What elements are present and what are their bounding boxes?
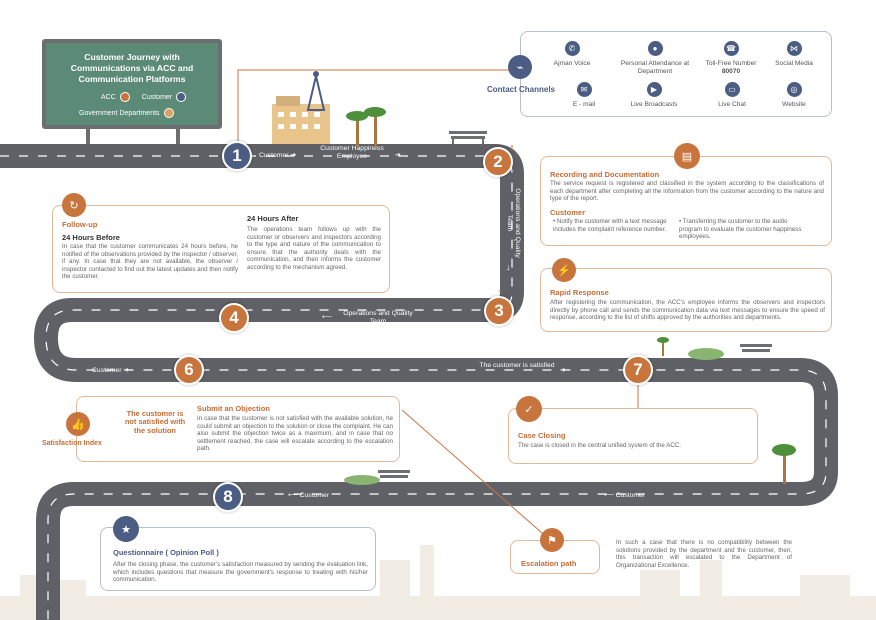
contact-channels-box: ✆Ajman Voice ●Personal Attendance at Dep…	[520, 31, 832, 117]
followup-box: Follow-up 24 Hours Before In case that t…	[52, 205, 390, 293]
followup-after-title: 24 Hours After	[247, 214, 299, 223]
not-satisfied-label: The customer is not satisfied with the s…	[124, 409, 186, 435]
step-3-badge: 3	[484, 296, 514, 326]
legend-government-label: Government Departments	[79, 109, 160, 117]
step-1-badge: 1	[222, 141, 252, 171]
step-7-badge: 7	[623, 355, 653, 385]
recording-text: The service request is registered and cl…	[550, 180, 824, 203]
road-label-ops-vertical: Operations and Quality Team	[506, 188, 521, 258]
road-label-satisfied: The customer is satisfied	[479, 362, 555, 369]
questionnaire-title: Questionnaire ( Opinion Poll )	[113, 548, 219, 557]
broadcast-icon: ▶	[646, 82, 662, 97]
arrow-right-icon: ➜	[395, 152, 401, 159]
arrow-down-icon: ↓	[506, 262, 511, 272]
road-label-customer-3: Customer ➜	[92, 367, 130, 374]
escalation-text: In such a case that there is no compatib…	[616, 539, 792, 569]
antenna-icon: ⌁	[508, 55, 532, 79]
title-board: Customer Journey with Communications via…	[42, 39, 222, 129]
followup-after-text: The operations team follows up with the …	[247, 226, 381, 271]
channel-personal-attendance: ●Personal Attendance at Department	[615, 41, 695, 75]
thumbs-up-icon: 👍	[66, 412, 90, 436]
questionnaire-box: Questionnaire ( Opinion Poll ) After the…	[100, 527, 376, 591]
arrow-right-icon-2: ➜	[560, 367, 566, 374]
channel-live-chat: ▭Live Chat	[692, 82, 772, 109]
channel-email: ✉E - mail	[544, 82, 624, 109]
step-6-badge: 6	[174, 355, 204, 385]
followup-before-text: In case that the customer communicates 2…	[62, 243, 238, 281]
road-label-ops-team: Operations and Quality Team	[343, 310, 413, 325]
step-4-badge: 4	[219, 303, 249, 333]
road-label-customer-right: ⟵ Customer	[604, 492, 646, 499]
rapid-title: Rapid Response	[550, 288, 609, 297]
recording-sub-title: Customer	[550, 208, 586, 217]
rapid-response-icon: ⚡	[552, 258, 576, 282]
contact-channels-title: Contact Channels	[487, 85, 556, 94]
arrow-left-icon: ⟵	[322, 314, 332, 321]
escalation-icon: ⚑	[540, 528, 564, 552]
legend-acc-dot	[119, 92, 130, 102]
star-icon: ★	[113, 516, 139, 542]
rapid-box: Rapid Response After registering the com…	[540, 268, 832, 332]
closing-box: Case Closing The case is closed in the c…	[508, 408, 758, 464]
mail-icon: ✉	[576, 82, 592, 97]
followup-title: Follow-up	[62, 220, 98, 229]
palm-decoration	[346, 107, 796, 484]
page-title: Customer Journey with Communications via…	[70, 52, 194, 84]
globe-icon: ◎	[786, 82, 802, 97]
channel-website: ◎Website	[754, 82, 834, 109]
signal-icon: ✆	[564, 41, 580, 56]
road-label-employee: Customer Happiness Employee	[320, 145, 384, 160]
channel-ajman-voice: ✆Ajman Voice	[532, 41, 612, 68]
road-label-customer-left: ⟵ Customer	[288, 492, 330, 499]
recording-bullet-1: • Notify the customer with a text messag…	[553, 218, 667, 233]
step-8-badge: 8	[213, 482, 243, 512]
step-2-badge: 2	[483, 147, 513, 177]
document-icon: ▤	[674, 143, 700, 169]
objection-box: The customer is not satisfied with the s…	[76, 396, 400, 462]
objection-text: In case that the customer is not satisfi…	[197, 415, 393, 453]
person-icon: ●	[647, 41, 663, 56]
channel-live-broadcasts: ▶Live Broadcasts	[614, 82, 694, 109]
chat-icon: ▭	[724, 82, 740, 97]
objection-title: Submit an Objection	[197, 404, 270, 413]
legend-customer-label: Customer	[141, 93, 173, 101]
skyline-decoration	[0, 545, 876, 620]
building-decoration	[272, 71, 330, 144]
recording-title: Recording and Documentation	[550, 170, 660, 179]
legend-acc-label: ACC	[101, 93, 116, 101]
recording-box: Recording and Documentation The service …	[540, 156, 832, 246]
phone-icon: ☎	[723, 41, 739, 56]
rapid-text: After registering the communication, the…	[550, 299, 825, 322]
case-closing-icon: ✓	[516, 396, 542, 422]
questionnaire-text: After the closing phase, the customer's …	[113, 561, 368, 584]
legend-government-dot	[163, 108, 174, 118]
satisfaction-index-label: Satisfaction Index	[42, 440, 102, 447]
closing-title: Case Closing	[518, 431, 566, 440]
channel-social-media: ⋈Social Media	[754, 41, 834, 68]
recording-bullet-2: • Transferring the customer to the audio…	[679, 218, 802, 241]
followup-before-title: 24 Hours Before	[62, 233, 120, 242]
closing-text: The case is closed in the central unifie…	[518, 442, 682, 449]
road-label-customer-1: Customer ➜	[259, 152, 297, 159]
escalation-title: Escalation path	[521, 559, 577, 568]
share-icon: ⋈	[786, 41, 802, 56]
followup-icon: ↻	[62, 193, 86, 217]
legend-customer-dot	[176, 92, 187, 102]
